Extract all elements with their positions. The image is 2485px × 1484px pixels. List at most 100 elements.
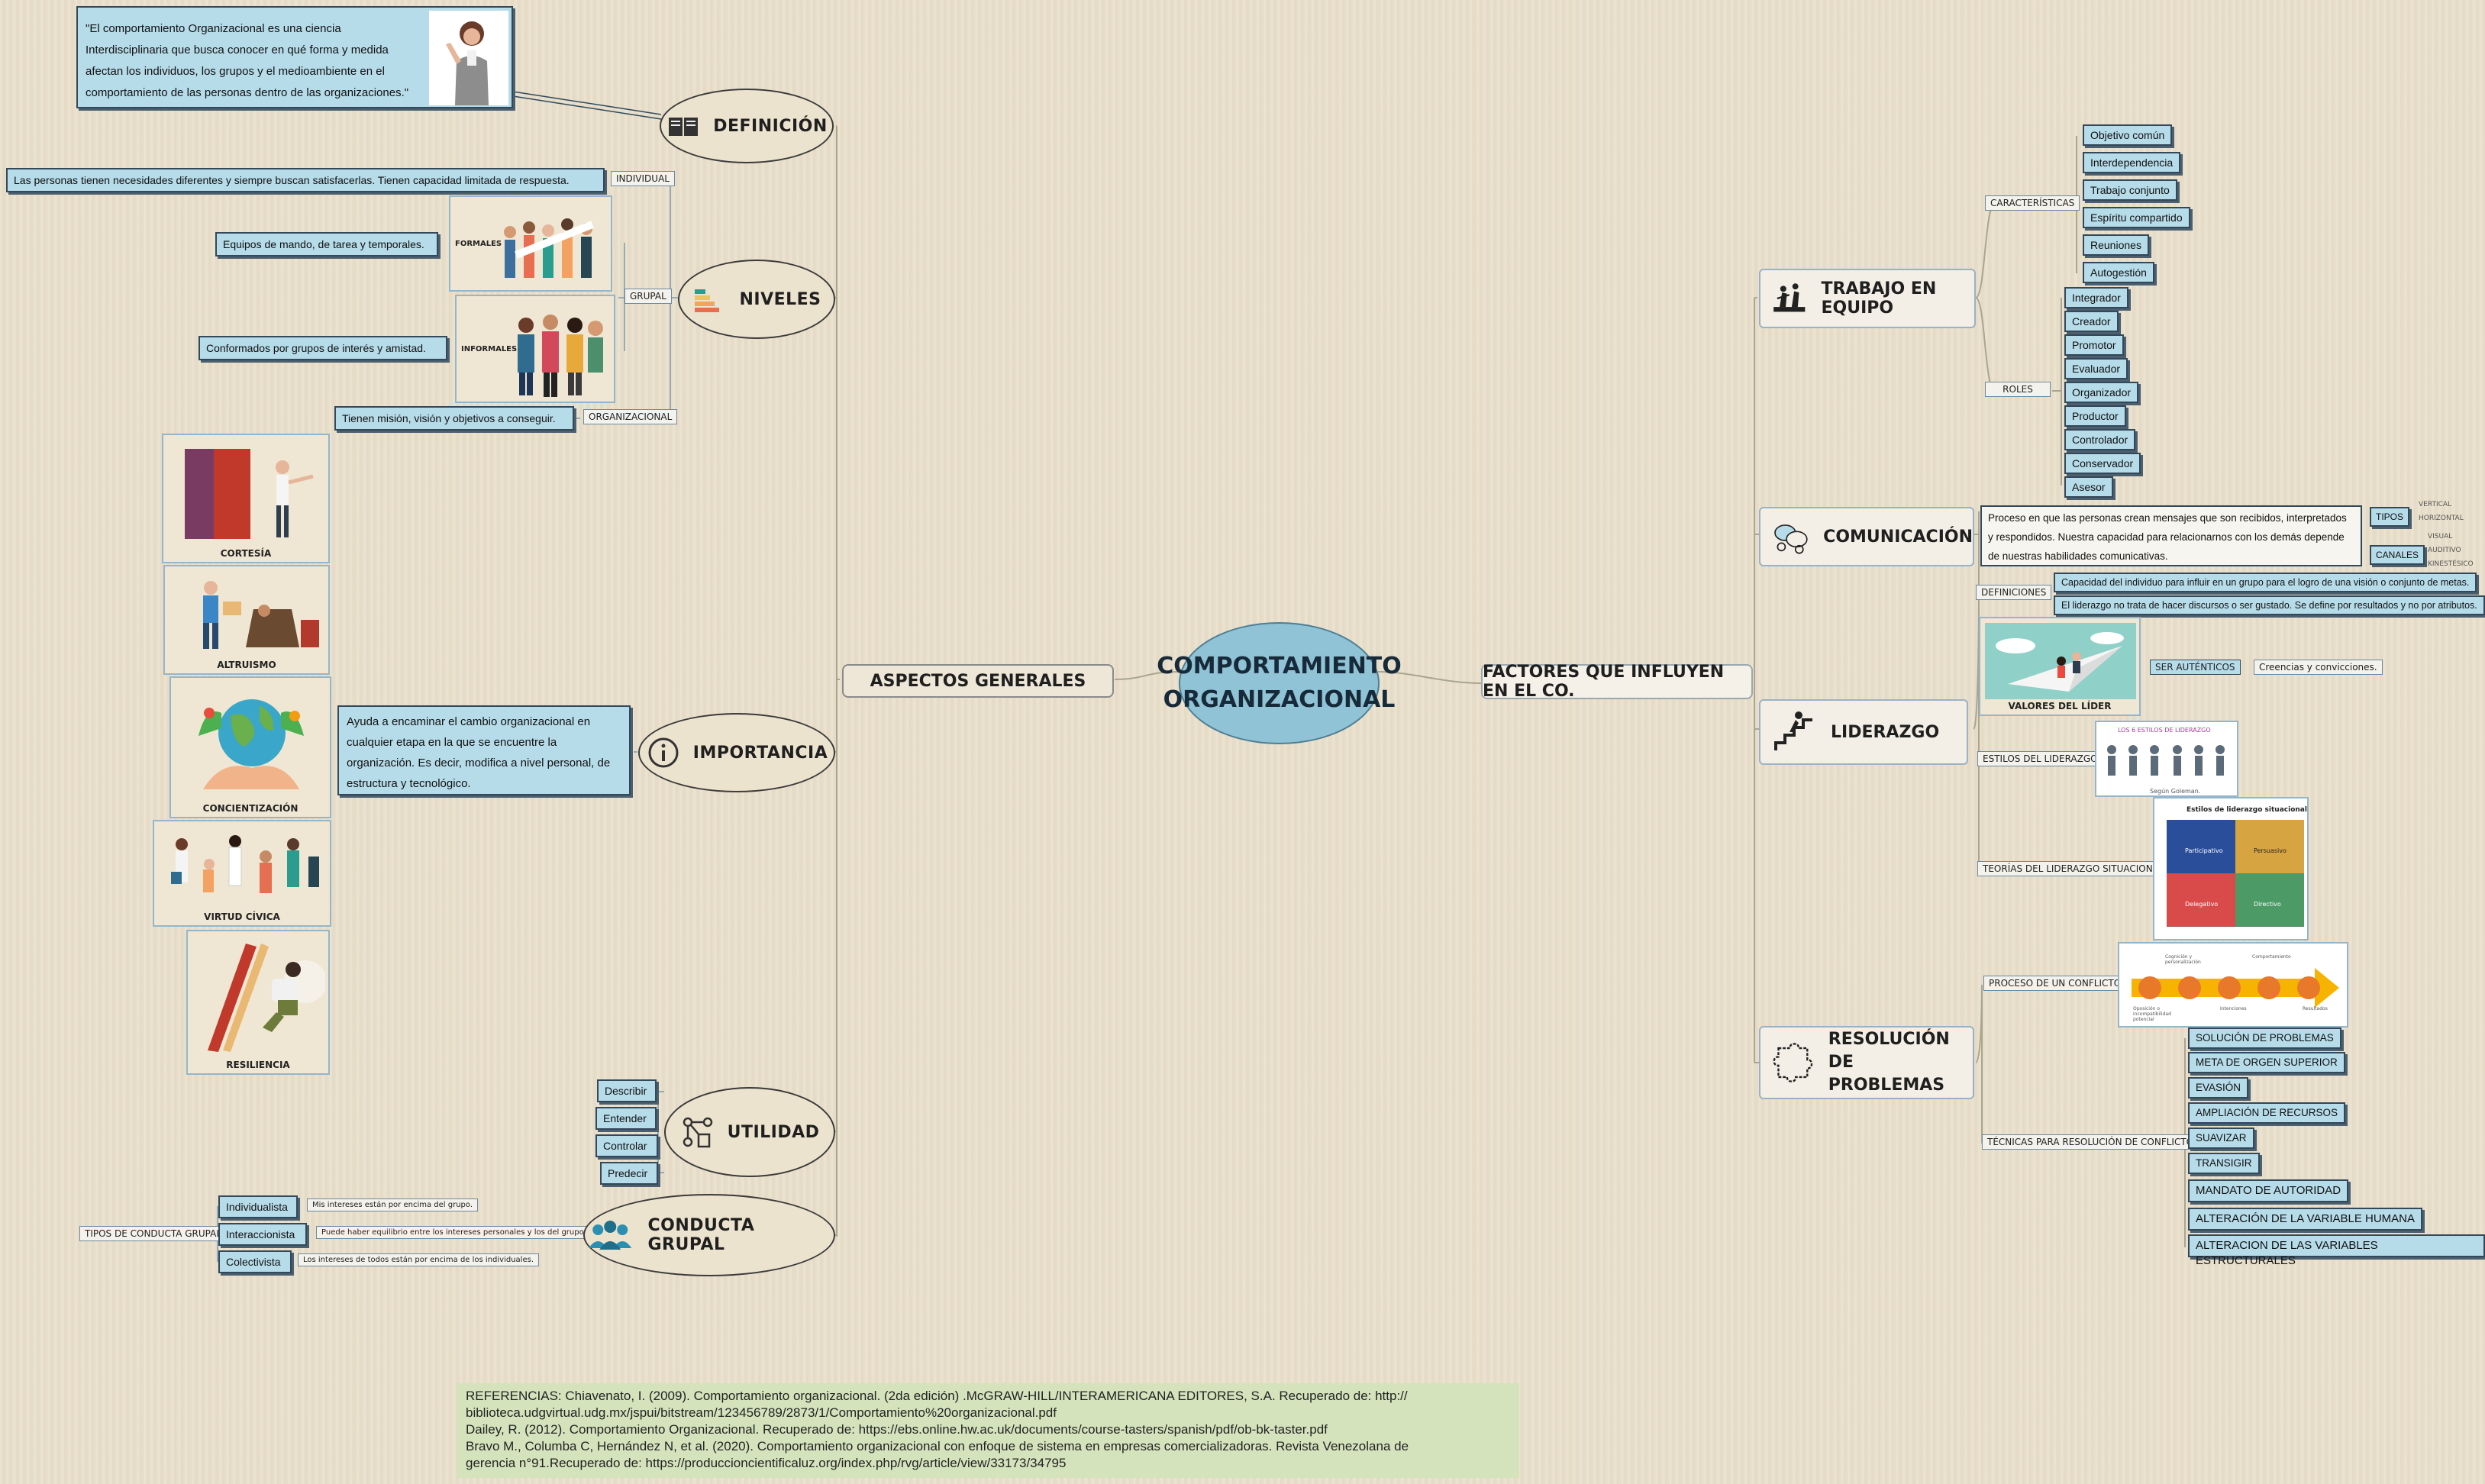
reference-line: REFERENCIAS: Chiavenato, I. (2009). Comp… [466,1389,1408,1403]
tecnica-item[interactable]: EVASIÓN [2188,1077,2249,1098]
caracteristica-item[interactable]: Interdependencia [2083,152,2181,173]
caracteristica-item[interactable]: Trabajo conjunto [2083,179,2177,201]
reference-line: Bravo M., Columba C, Hernández N, et al.… [466,1439,1409,1453]
nivel-individual-text: Las personas tienen necesidades diferent… [6,168,605,192]
proceso-conflicto-tag[interactable]: PROCESO DE UN CONFLICTO [1983,976,2127,991]
resolucion-problemas-node[interactable]: RESOLUCIÓN DE PROBLEMAS [1759,1026,1974,1099]
liderazgo-node[interactable]: LIDERAZGO [1759,699,1968,765]
book-icon [669,118,699,136]
caracteristica-item[interactable]: Objetivo común [2083,124,2173,146]
formales-image-card: FORMALES [449,195,612,292]
canal-visual: VISUAL [2428,533,2453,540]
conducta-colectivista[interactable]: Colectivista [218,1250,292,1273]
proceso-conflicto-image: Oposición o incompatibilidad potencial C… [2118,942,2348,1028]
rol-item[interactable]: Conservador [2064,453,2141,474]
valores-lider-label: VALORES DEL LÍDER [2008,701,2112,711]
estilos-liderazgo-tag[interactable]: ESTILOS DEL LIDERAZGO [1977,751,2103,766]
cortesia-label: CORTESÍA [220,548,272,559]
niveles-label: NIVELES [739,289,821,309]
teorias-liderazgo-tag[interactable]: TEORÍAS DEL LIDERAZGO SITUACIONAL [1977,861,2170,876]
aspectos-generales-node[interactable]: ASPECTOS GENERALES [842,664,1114,698]
situational-quadrants [2167,820,2304,927]
rol-item[interactable]: Evaluador [2064,358,2128,379]
utilidad-item-entender[interactable]: Entender [595,1107,657,1130]
references-box: REFERENCIAS: Chiavenato, I. (2009). Comp… [457,1383,1519,1478]
rol-item[interactable]: Creador [2064,311,2119,332]
quadrant-persuasivo: Persuasivo [2254,847,2287,854]
reference-line: Dailey, R. (2012). Comportamiento Organi… [466,1422,1328,1437]
rol-item[interactable]: Integrador [2064,287,2128,308]
tecnica-item[interactable]: TRANSIGIR [2188,1153,2260,1174]
tipos-comunicacion-tag[interactable]: TIPOS [2370,507,2410,527]
network-icon [683,1117,712,1148]
utilidad-node[interactable]: UTILIDAD [664,1087,835,1177]
comunicacion-text: Proceso en que las personas crean mensaj… [1988,512,2347,562]
tecnica-item[interactable]: SOLUCIÓN DE PROBLEMAS [2188,1028,2341,1049]
conducta-interaccionista[interactable]: Interaccionista [218,1223,307,1246]
tecnica-item[interactable]: ALTERACION DE LAS VARIABLES ESTRUCTURALE… [2188,1234,2485,1267]
canal-kinestesico: KINESTÉSICO [2428,560,2474,568]
liderazgo-situacional-image: Estilos de liderazgo situacional Partici… [2153,797,2309,940]
altruismo-label: ALTRUISMO [217,660,276,670]
tecnica-item[interactable]: META DE ORGEN SUPERIOR [2188,1052,2345,1073]
trabajo-equipo-node[interactable]: TRABAJO EN EQUIPO [1759,269,1976,328]
definicion-node[interactable]: DEFINICIÓN [660,89,834,163]
woman-illustration [429,11,508,105]
factores-label: FACTORES QUE INFLUYEN EN EL CO. [1483,663,1725,701]
caracteristicas-tag[interactable]: CARACTERÍSTICAS [1985,195,2080,211]
caracteristica-item[interactable]: Autogestión [2083,262,2154,283]
concientizacion-label: CONCIENTIZACIÓN [202,803,299,814]
importancia-node[interactable]: IMPORTANCIA [638,713,835,792]
nivel-formales-text: Equipos de mando, de tarea y temporales. [215,232,438,256]
proceso-step-2: Cognición y personalización [2165,954,2201,965]
resilience-illustration [208,944,325,1052]
nivel-grupal-tag[interactable]: GRUPAL [624,289,672,304]
tipos-conducta-tag[interactable]: TIPOS DE CONDUCTA GRUPAL [79,1226,228,1241]
bar-levels-icon [695,289,720,312]
rol-item[interactable]: Organizador [2064,382,2139,403]
informales-image-card: INFORMALES [455,295,615,403]
tecnica-item[interactable]: SUAVIZAR [2188,1128,2254,1149]
aspectos-generales-label: ASPECTOS GENERALES [870,671,1086,691]
tecnica-item[interactable]: MANDATO DE AUTORIDAD [2188,1179,2349,1202]
canales-tag[interactable]: CANALES [2370,545,2425,565]
earth-hands-illustration [198,699,304,789]
factores-node[interactable]: FACTORES QUE INFLUYEN EN EL CO. [1481,663,1753,701]
caracteristica-item[interactable]: Espíritu compartido [2083,207,2190,228]
tipo-vertical: VERTICAL [2419,501,2452,508]
rol-item[interactable]: Promotor [2064,334,2124,356]
caracteristica-item[interactable]: Reuniones [2083,234,2149,256]
virtud-civica-image-card: VIRTUD CÍVICA [153,820,331,927]
proceso-step-3: Intenciones [2220,1006,2247,1011]
liderazgo-definicion-1: Capacidad del individuo para influir en … [2054,573,2477,592]
rol-item[interactable]: Asesor [2064,476,2113,498]
proceso-step-5: Resultados [2303,1006,2328,1011]
utilidad-item-controlar[interactable]: Controlar [595,1134,658,1157]
rol-item[interactable]: Controlador [2064,429,2136,450]
tecnicas-conflicto-tag[interactable]: TÉCNICAS PARA RESOLUCIÓN DE CONFLICTOS [1982,1134,2205,1150]
ser-autenticos-tag[interactable]: SER AUTÉNTICOS [2150,660,2241,675]
niveles-node[interactable]: NIVELES [678,260,835,339]
resolucion-label: RESOLUCIÓN DE PROBLEMAS [1828,1030,1950,1095]
definiciones-tag[interactable]: DEFINICIONES [1976,585,2052,600]
valores-lider-image-card: VALORES DEL LÍDER [1979,617,2141,716]
conducta-interaccionista-desc: Puede haber equilibrio entre los interes… [316,1226,592,1239]
reference-line: gerencia n°91.Recuperado de: https://pro… [466,1456,1067,1470]
conducta-grupal-node[interactable]: CONDUCTA GRUPAL [583,1194,835,1276]
rol-item[interactable]: Productor [2064,405,2126,427]
definicion-label: DEFINICIÓN [713,116,828,136]
tecnica-item[interactable]: ALTERACIÓN DE LA VARIABLE HUMANA [2188,1208,2423,1231]
importancia-label: IMPORTANCIA [692,743,828,763]
comunicacion-node[interactable]: COMUNICACIÓN [1759,507,1974,566]
nivel-organizacional-tag[interactable]: ORGANIZACIONAL [583,409,678,424]
roles-tag[interactable]: ROLES [1985,382,2051,397]
formales-label: FORMALES [455,240,502,248]
group-people-icon [589,1221,632,1250]
utilidad-item-describir[interactable]: Describir [597,1079,657,1102]
nivel-individual-tag[interactable]: INDIVIDUAL [611,171,675,186]
conducta-grupal-label: CONDUCTA GRUPAL [647,1216,755,1254]
conducta-individualista[interactable]: Individualista [218,1195,298,1218]
utilidad-item-predecir[interactable]: Predecir [600,1162,658,1185]
tecnica-item[interactable]: AMPLIACIÓN DE RECURSOS [2188,1102,2346,1124]
